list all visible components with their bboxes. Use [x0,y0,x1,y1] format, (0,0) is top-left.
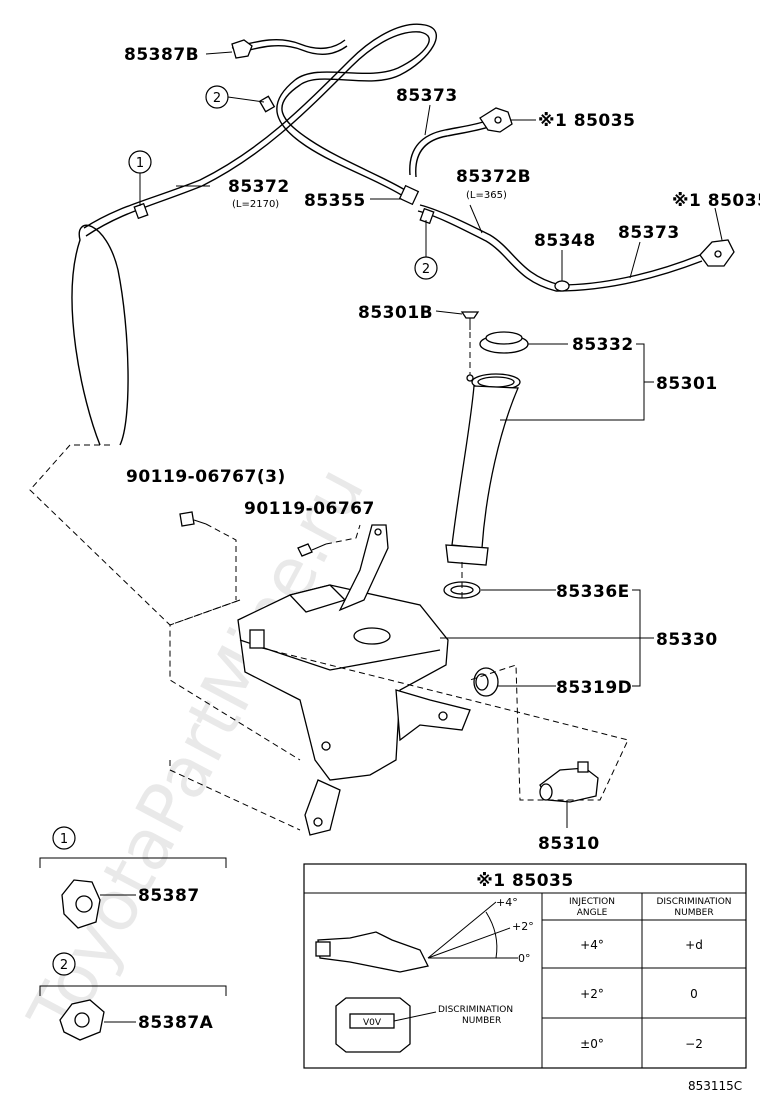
washer-tank-85330 [237,524,471,836]
hose-85372 [71,23,437,446]
label-85387: 85387 [138,886,200,906]
callout-2-upper-marker: 2 [205,85,265,109]
row-2-number: 0 [690,987,698,1001]
label-85035-upper: ※1 85035 [538,111,635,131]
hose-clip-2-lower [419,207,435,225]
detail-2: 2 85387A [39,952,227,1041]
col-disc-line1: DISCRIMINATION [656,897,731,907]
fig-angle-2: +2° [512,920,534,933]
callout-1-marker: 1 [128,150,152,206]
detail-1: 1 85387 [39,826,227,929]
label-90119-06767-3: 90119-06767(3) [126,467,286,487]
row-2-angle: +2° [580,987,604,1001]
pump-85310 [539,761,599,803]
grommet-85319D [473,667,499,697]
hose-85373-upper [409,119,493,178]
dashed-guides [29,444,629,831]
leaders [176,51,723,828]
nozzle-angle-figure: +4° +2° 0° V0V DISCRIMINATION NUMBER [315,896,534,1053]
label-85373-right: 85373 [618,223,680,243]
col-disc-line2: NUMBER [674,908,713,918]
bolts-90119-06767-3 [179,511,207,527]
fig-stamp: V0V [363,1018,382,1028]
row-1-angle: +4° [580,938,604,952]
svg-text:2: 2 [422,262,430,277]
label-85387B: 85387B [124,45,199,65]
rivet-85301B [460,311,480,382]
label-85310: 85310 [538,834,600,854]
col-angle-line1: INJECTION [569,897,615,907]
label-85355: 85355 [304,191,366,211]
row-3-number: −2 [685,1037,703,1051]
bolt-90119-06767 [297,543,327,557]
fig-angle-0: 0° [518,952,531,965]
washer-nozzle-85035-right [699,239,735,267]
label-85372-length: (L=2170) [232,199,279,210]
washer-nozzle-85035-upper [479,107,513,133]
label-85301: 85301 [656,374,718,394]
svg-text:1: 1 [136,156,144,171]
callout-2-lower-marker: 2 [414,220,438,280]
nozzle-angle-table: ※1 85035 INJECTION ANGLE DISCRIMINATION … [303,863,747,1069]
inlet-pipe-85301 [445,373,521,566]
label-85319D: 85319D [556,678,632,698]
label-85372: 85372 [228,177,290,197]
svg-text:1: 1 [60,832,68,847]
cap-85332 [479,331,529,354]
fig-disc-line2: NUMBER [462,1016,501,1026]
joint-85355 [370,184,420,206]
label-85035-right: ※1 85035 [672,191,760,211]
label-85373-upper: 85373 [396,86,458,106]
hose-joint-85348 [554,280,570,292]
col-angle-line2: ANGLE [577,908,608,918]
hose-85372B [417,204,703,292]
hose-clip-2-upper [258,95,276,113]
label-85301B: 85301B [358,303,433,323]
label-85372B-length: (L=365) [466,190,507,201]
fig-disc-line1: DISCRIMINATION [438,1005,513,1015]
table-title: ※1 85035 [476,871,573,891]
svg-text:2: 2 [60,958,68,973]
label-85372B: 85372B [456,167,531,187]
row-3-angle: ±0° [580,1037,604,1051]
label-85387A: 85387A [138,1013,214,1033]
fig-angle-4: +4° [496,896,518,909]
diagram-code: 853115C [688,1079,742,1093]
svg-text:2: 2 [213,91,221,106]
label-85332: 85332 [572,335,634,355]
label-85330: 85330 [656,630,718,650]
label-85336E: 85336E [556,582,630,602]
grommet-85336E [443,581,481,599]
hose-clip-1 [133,202,149,220]
row-1-number: +d [685,938,703,952]
clamp-85387B [231,39,253,59]
label-90119-06767: 90119-06767 [244,499,375,519]
label-85348: 85348 [534,231,596,251]
